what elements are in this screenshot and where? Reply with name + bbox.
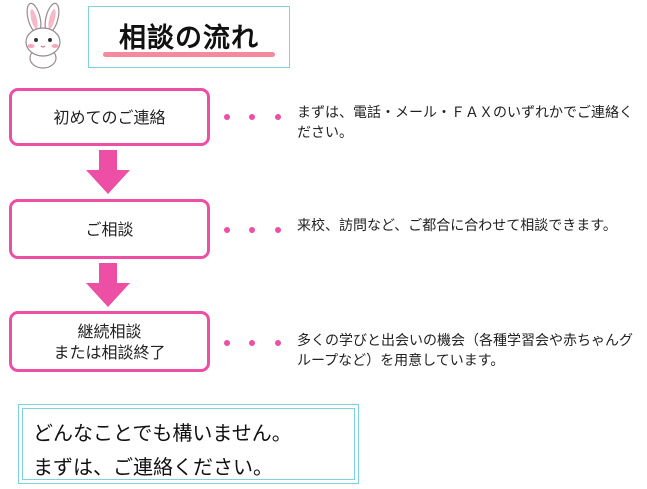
arrow-down-icon xyxy=(86,150,130,194)
dots-connector xyxy=(222,227,288,239)
title-box: 相談の流れ xyxy=(88,6,290,68)
step-box-first-contact: 初めてのご連絡 xyxy=(9,88,210,146)
step-label-line: または相談終了 xyxy=(53,342,166,362)
title-underline xyxy=(103,52,275,57)
message-line: まずは、ご連絡ください。 xyxy=(33,455,273,479)
rabbit-icon xyxy=(25,2,61,69)
message-line: どんなことでも構いません。 xyxy=(33,421,292,445)
arrow-down-icon xyxy=(86,263,130,307)
dots-connector xyxy=(222,114,288,126)
dots-connector xyxy=(222,340,288,352)
page-title: 相談の流れ xyxy=(119,23,259,54)
step-label: ご相談 xyxy=(85,219,134,239)
step-description: 来校、訪問など、ご都合に合わせて相談できます。 xyxy=(297,218,617,234)
step-description: 多くの学びと出会いの機会（各種学習会や赤ちゃんグループなど）を用意しています。 xyxy=(297,333,633,369)
step-box-continuation: 継続相談 または相談終了 xyxy=(9,311,210,372)
step-label-line: 継続相談 xyxy=(77,321,142,341)
step-box-consultation: ご相談 xyxy=(9,199,210,259)
step-description: まずは、電話・メール・ＦＡＸのいずれかでご連絡ください。 xyxy=(297,105,633,141)
message-box: どんなことでも構いません。 まずは、ご連絡ください。 xyxy=(18,404,359,484)
step-label: 初めてのご連絡 xyxy=(53,107,166,127)
